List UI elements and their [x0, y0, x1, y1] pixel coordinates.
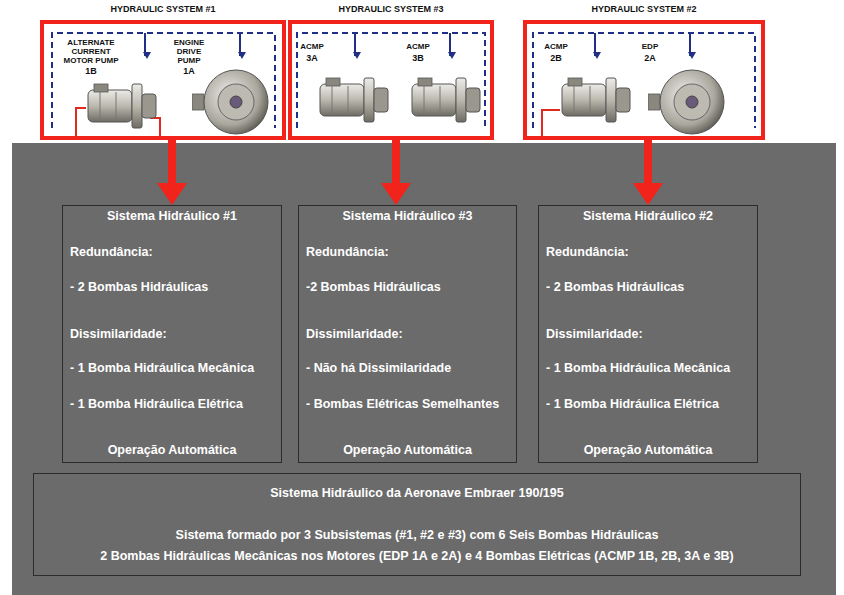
box-text: Operação Automática: [70, 442, 274, 458]
system-heading: HYDRAULIC SYSTEM #3: [291, 4, 491, 15]
pump-label: ENGINE DRIVE PUMP: [169, 38, 209, 65]
box-text: -2 Bombas Hidráulicas: [306, 279, 509, 295]
box-text: Operação Automática: [546, 442, 750, 458]
flow-arrow: [144, 33, 146, 56]
engine-pump: [648, 70, 724, 134]
info-box: Sistema Hidráulico #2 Redundância: - 2 Bom…: [538, 205, 758, 463]
box-text: - 2 Bombas Hidráulicas: [70, 279, 274, 295]
box-text: Sistema Hidráulico #2: [546, 208, 750, 224]
box-text: Operação Automática: [306, 442, 509, 458]
red-wire: [150, 118, 160, 136]
box-text: - 1 Bomba Hidráulica Elétrica: [70, 396, 274, 412]
box-text: Redundância:: [306, 244, 509, 260]
pump-label: EDP: [630, 42, 670, 51]
info-box: Sistema Hidráulico #3 Redundância: -2 Bomb…: [298, 205, 517, 463]
box-text: Dissimilaridade:: [306, 326, 509, 342]
pump-label: ALTERNATE CURRENT MOTOR PUMP: [61, 38, 121, 65]
dashed-line: [297, 33, 485, 128]
arrow-head: [157, 183, 187, 205]
pump-label: ACMP: [398, 42, 438, 51]
box-text: - Bombas Elétricas Semelhantes: [306, 396, 509, 412]
box-text: - 1 Bomba Hidráulica Mecânica: [546, 360, 750, 376]
pump-label: ACMP: [292, 42, 332, 51]
red-arrow: [381, 140, 411, 205]
flow-arrow: [689, 33, 691, 56]
callout-number: 1B: [71, 66, 111, 76]
gray-overlay: [12, 143, 836, 595]
box-text: 2 Bombas Hidráulicas Mecânicas nos Motor…: [41, 548, 793, 564]
box-text: Dissimilaridade:: [70, 326, 274, 342]
motor-pump: [562, 78, 630, 122]
callout-number: 3B: [398, 53, 438, 63]
arrow-shaft: [392, 140, 400, 185]
red-arrow: [633, 140, 663, 205]
callout-number: 2B: [536, 53, 576, 63]
callout-number: 2A: [630, 53, 670, 63]
box-text: Sistema Hidráulico #1: [70, 208, 274, 224]
red-wire: [542, 110, 560, 136]
arrow-shaft: [644, 140, 652, 185]
system-heading: HYDRAULIC SYSTEM #2: [544, 4, 744, 15]
box-text: Sistema Hidráulico #3: [306, 208, 509, 224]
arrow-head: [633, 183, 663, 205]
summary-box: Sistema Hidráulico da Aeronave Embraer 1…: [33, 473, 801, 576]
red-highlight-box: HYDRAULIC SYSTEM #3ACMP3AACMP3B: [288, 20, 494, 140]
box-text: Sistema formado por 3 Subsistemas (#1, #…: [41, 527, 793, 543]
system-heading: HYDRAULIC SYSTEM #1: [63, 4, 263, 15]
arrow-shaft: [168, 140, 176, 185]
box-text: Sistema Hidráulico da Aeronave Embraer 1…: [41, 485, 793, 501]
callout-number: 1A: [169, 66, 209, 76]
flow-arrow: [594, 33, 596, 56]
box-text: - Não há Dissimilaridade: [306, 360, 509, 376]
red-highlight-box: HYDRAULIC SYSTEM #2ACMP2BEDP2A: [523, 20, 765, 140]
arrow-head: [381, 183, 411, 205]
pump-label: ACMP: [536, 42, 576, 51]
box-text: - 1 Bomba Hidráulica Elétrica: [546, 396, 750, 412]
box-text: Redundância:: [546, 244, 750, 260]
flow-arrow: [449, 33, 451, 56]
flow-arrow: [354, 33, 356, 56]
box-text: Dissimilaridade:: [546, 326, 750, 342]
info-box: Sistema Hidráulico #1 Redundância: - 2 Bom…: [62, 205, 282, 463]
motor-pump: [412, 78, 480, 122]
red-arrow: [157, 140, 187, 205]
red-highlight-box: HYDRAULIC SYSTEM #1ALTERNATE CURRENT MOT…: [40, 20, 286, 140]
motor-pump: [320, 78, 388, 122]
engine-pump: [192, 70, 268, 134]
box-text: Redundância:: [70, 244, 274, 260]
box-text: - 2 Bombas Hidráulicas: [546, 279, 750, 295]
callout-number: 3A: [292, 53, 332, 63]
red-wire: [76, 108, 86, 136]
box-text: - 1 Bomba Hidráulica Mecânica: [70, 360, 274, 376]
motor-pump: [88, 84, 156, 128]
flow-arrow: [239, 33, 241, 56]
